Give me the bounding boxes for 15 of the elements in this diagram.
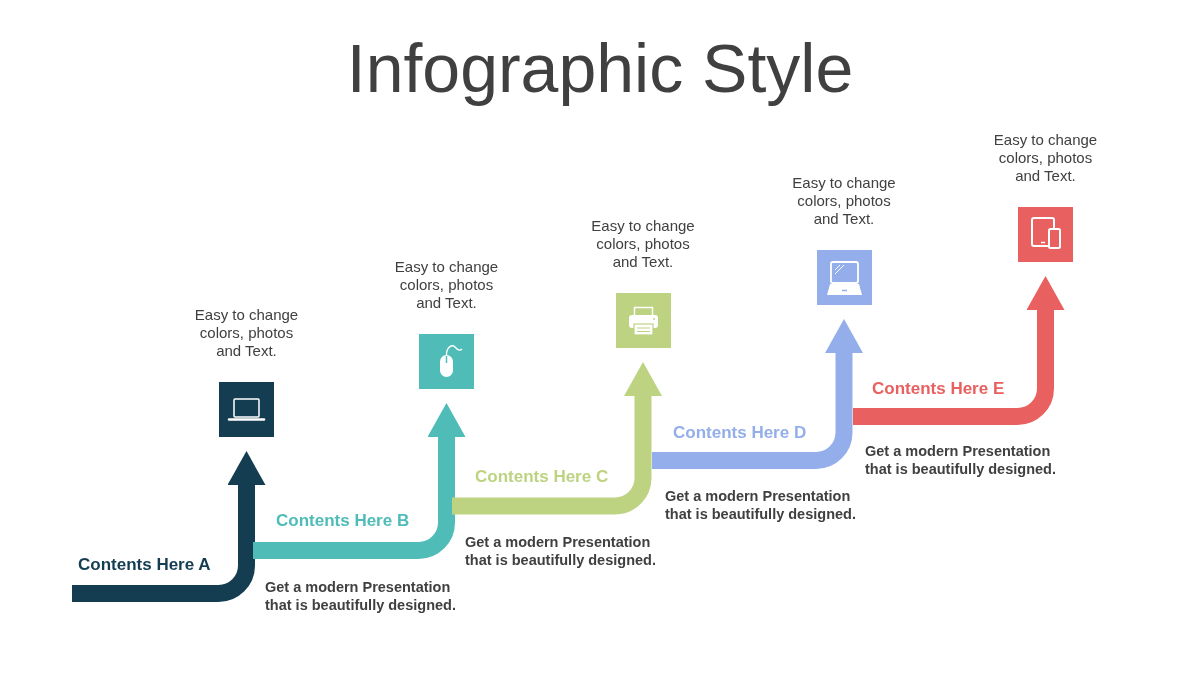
caption-text: Easy to change colors, photos and Text.: [590, 217, 696, 271]
description-text: Get a modern Presentation that is beautifully designed.: [665, 487, 857, 523]
description-text: Get a modern Presentation that is beautifully designed.: [465, 533, 657, 569]
arrow: [652, 319, 863, 469]
title: Infographic Style: [345, 29, 855, 108]
caption-text: Easy to change colors, photos and Text.: [791, 174, 897, 228]
caption-text: Easy to change colors, photos and Text.: [193, 306, 300, 360]
arrow: [452, 362, 662, 515]
description-text: Get a modern Presentation that is beautifully designed.: [265, 578, 457, 614]
arrow: [853, 276, 1065, 425]
arrow: [253, 403, 466, 559]
caption-text: Easy to change colors, photos and Text.: [992, 131, 1099, 185]
description-text: Get a modern Presentation that is beautifully designed.: [865, 442, 1057, 478]
caption-text: Easy to change colors, photos and Text.: [393, 258, 500, 312]
arrow: [72, 451, 266, 602]
